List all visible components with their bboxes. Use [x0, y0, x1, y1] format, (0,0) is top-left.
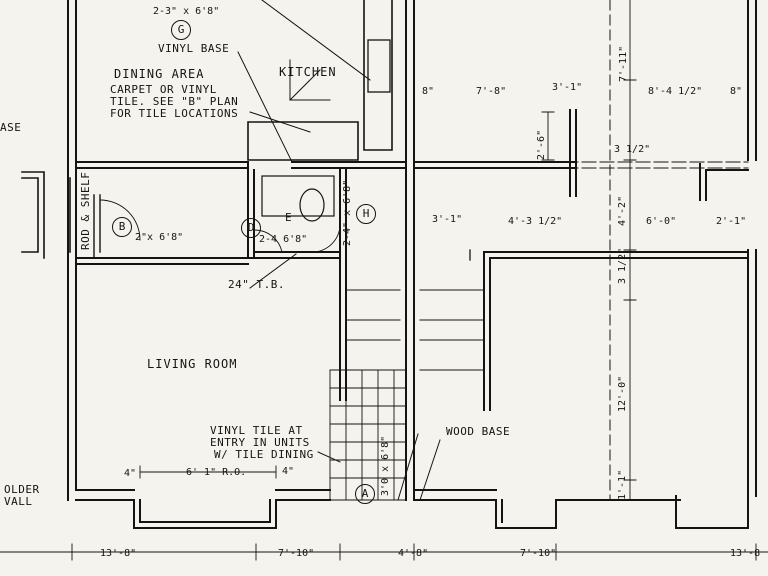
bath-vanity	[261, 175, 335, 217]
towel-bar-note: 24" T.B.	[228, 278, 285, 291]
living-room-label: LIVING ROOM	[147, 357, 238, 371]
dim-13-8-left: 13'-8"	[100, 548, 137, 559]
entry-note-line-3: W/ TILE DINING	[214, 448, 314, 461]
rod-shelf-wall	[93, 194, 101, 259]
dim-3-half: 3 1/2"	[614, 144, 651, 155]
dim-7-8: 7'-8"	[476, 86, 507, 97]
wood-base-note: WOOD BASE	[446, 425, 511, 438]
dim-4in-left: 4"	[124, 468, 137, 479]
tag-b: B	[112, 217, 132, 237]
dim-4-3-half: 4'-3 1/2"	[508, 216, 563, 227]
vinyl-base-note: VINYL BASE	[158, 42, 230, 55]
right-unit-cross-wall	[413, 109, 577, 197]
bay-window-ro: 6'-1" R.O.	[186, 467, 247, 478]
dining-note-line-3: FOR TILE LOCATIONS	[110, 107, 239, 120]
kitchen-diagonal	[261, 0, 371, 81]
dim-2-1: 2'-1"	[716, 216, 747, 227]
bay-window	[133, 499, 277, 529]
dining-area-label: DINING AREA	[114, 67, 205, 81]
right-unit-living-wall	[483, 251, 749, 411]
dim-7-11: 7'-11"	[618, 45, 629, 82]
tag-d: D	[241, 218, 261, 238]
dim-3-1-mid: 3'-1"	[432, 214, 463, 225]
dim-4-8: 4'-8"	[398, 548, 429, 559]
dining-note-line-2: TILE. SEE "B" PLAN	[110, 95, 239, 108]
dim-3-half-b: 3 1/2"	[617, 247, 628, 284]
bottom-wall-2	[275, 489, 331, 501]
left-base-note: ASE	[0, 121, 22, 134]
dim-7-10-left: 7'-10"	[278, 548, 315, 559]
dining-note-line-1: CARPET OR VINYL	[110, 83, 217, 96]
entry-tile-grid	[329, 369, 407, 501]
entry-note-line-1: VINYL TILE AT	[210, 424, 303, 437]
left-holder-note: OLDER	[4, 483, 40, 496]
bottom-wall-3	[413, 489, 497, 501]
dim-3-1-top: 3'-1"	[552, 82, 583, 93]
living-upper-wall	[75, 257, 249, 265]
door-size-a: 3'0 x 6'8"	[380, 435, 391, 496]
dim-6-0: 6'-0"	[646, 216, 677, 227]
tag-a: A	[355, 484, 375, 504]
kitchen-sink	[367, 39, 391, 93]
dim-8in-right: 8"	[730, 86, 743, 97]
stair-treads-right	[419, 289, 485, 371]
tag-e: E	[285, 211, 293, 224]
rod-shelf-note: ROD & SHELF	[79, 171, 92, 250]
dim-12-0: 12'-0"	[617, 375, 628, 412]
dim-1-1: 1'-1"	[617, 469, 628, 500]
bottom-dimension-line	[0, 465, 768, 561]
door-size-d: 2-4 6'8"	[259, 234, 308, 245]
door-size-h: 2-4" x 6'8"	[342, 179, 353, 246]
right-unit-ref-line	[419, 161, 749, 169]
toilet	[299, 188, 325, 222]
dim-2-6: 2'-6"	[536, 129, 547, 160]
door-size-closet-b: 2"x 6'8"	[135, 232, 184, 243]
dim-8-4-half: 8'-4 1/2"	[648, 86, 703, 97]
bay-window-right	[495, 499, 557, 529]
leader-lines	[237, 51, 441, 501]
fridge-outline	[289, 59, 331, 101]
bottom-wall-4	[555, 495, 749, 529]
left-wall-note: VALL	[4, 495, 33, 508]
entry-note-line-2: ENTRY IN UNITS	[210, 436, 310, 449]
stair-wall	[339, 169, 347, 401]
kitchen-cross-wall	[247, 161, 407, 169]
right-wall-line	[747, 0, 757, 497]
bottom-wall-1	[75, 489, 135, 501]
closet-b	[21, 171, 77, 259]
bath-walls	[247, 169, 341, 259]
dim-4-2: 4'-2"	[617, 195, 628, 226]
dim-4in-right: 4"	[282, 466, 295, 477]
door-size-top: 2-3" x 6'8"	[153, 6, 220, 17]
right-dimension-line	[541, 0, 637, 501]
tag-h: H	[356, 204, 376, 224]
party-wall-line	[405, 0, 415, 501]
dim-8in: 8"	[422, 86, 435, 97]
stair-treads	[345, 289, 401, 371]
dim-7-10-right: 7'-10"	[520, 548, 557, 559]
tag-g: G	[171, 20, 191, 40]
kitchen-label: KITCHEN	[279, 65, 337, 79]
right-unit-closet	[699, 163, 749, 201]
dim-13-8-right: 13'-8	[730, 548, 761, 559]
dining-cross-wall	[75, 161, 249, 169]
kitchen-counter	[247, 121, 359, 161]
